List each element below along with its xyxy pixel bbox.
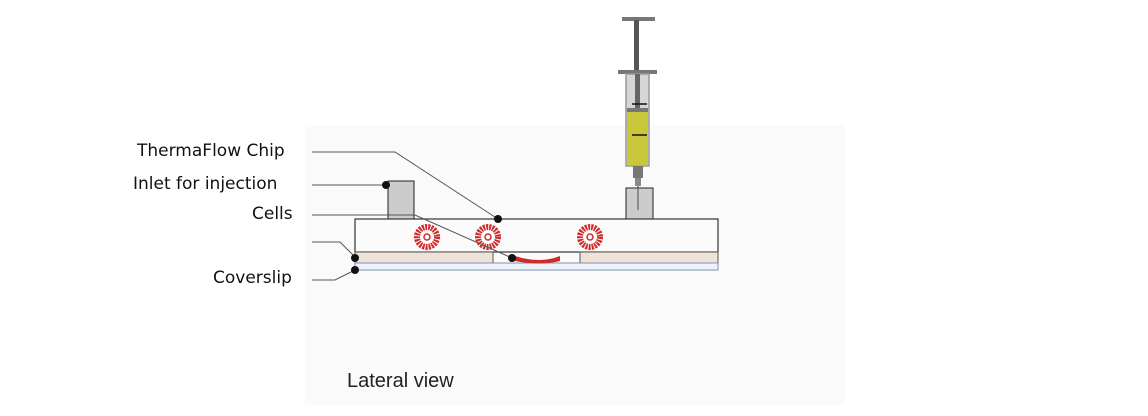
spacer-left [354, 251, 494, 264]
label-inlet: Inlet for injection [133, 174, 277, 194]
spacer-right [579, 251, 719, 264]
leader-dots [351, 181, 516, 274]
cell-icon [577, 224, 603, 250]
caption: Lateral view [347, 370, 454, 392]
syringe-liquid [627, 112, 648, 165]
label-coverslip: Coverslip [213, 268, 292, 288]
leader-lines [312, 151, 513, 281]
label-cells: Cells [252, 204, 293, 224]
cell-sample [515, 256, 560, 264]
outlet-port [625, 187, 654, 220]
inlet-port [387, 180, 415, 220]
thermaflow-chip [354, 218, 719, 253]
cell-icon [414, 224, 440, 250]
coverslip [354, 262, 719, 271]
label-thermaflow-chip: ThermaFlow Chip [136, 141, 285, 161]
